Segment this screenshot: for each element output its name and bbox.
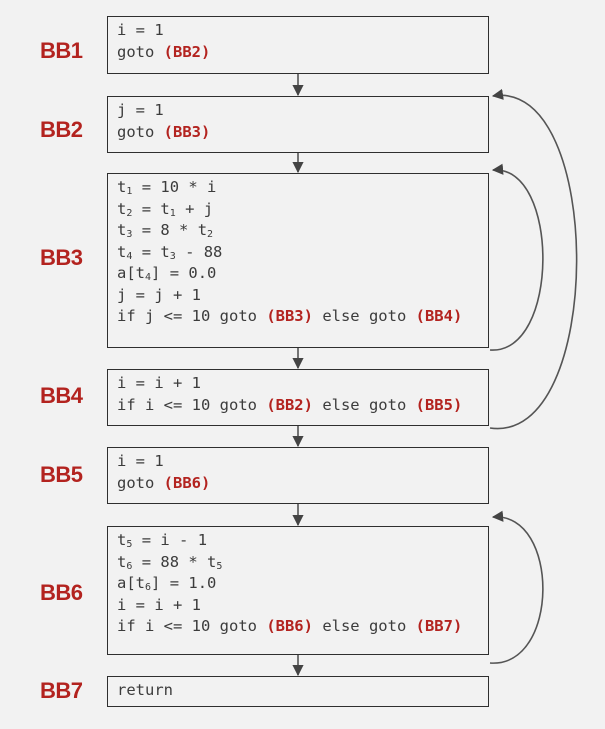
block-reference: (BB7) xyxy=(415,617,463,635)
block-label-bb3: BB3 xyxy=(40,245,83,270)
code-text: - 88 xyxy=(175,242,223,261)
basic-block-bb2: j = 1 goto (BB3) xyxy=(107,96,489,153)
subscript: 1 xyxy=(169,207,176,219)
code-line: if j <= 10 goto (BB3) else goto (BB4) xyxy=(117,306,488,328)
code-text: if i <= 10 goto xyxy=(117,617,267,635)
code-text: + j xyxy=(175,199,214,218)
code-line: j = j + 1 xyxy=(117,285,488,307)
basic-block-bb1: i = 1 goto (BB2) xyxy=(107,16,489,74)
subscript: 1 xyxy=(126,186,133,197)
code-line: t5 = i - 1 xyxy=(117,530,488,552)
code-line: return xyxy=(117,680,488,702)
code-text: ] = 1.0 xyxy=(151,574,217,592)
subscript: 4 xyxy=(126,250,133,262)
back-edge-bb3-to-bb3 xyxy=(489,163,544,351)
basic-block-bb7: return xyxy=(107,676,489,707)
code-line: a[t6] = 1.0 xyxy=(117,573,488,595)
subscript: 6 xyxy=(126,560,133,572)
block-reference: (BB6) xyxy=(266,617,313,635)
code-line: j = 1 xyxy=(117,100,488,122)
code-line: if i <= 10 goto (BB6) else goto (BB7) xyxy=(117,616,488,638)
subscript: 2 xyxy=(126,207,133,219)
code-text: a[t xyxy=(117,574,145,592)
code-text: i = 1 xyxy=(117,21,164,39)
subscript: 5 xyxy=(126,539,133,550)
code-line: if i <= 10 goto (BB2) else goto (BB5) xyxy=(117,395,488,417)
code-text: t xyxy=(117,221,127,239)
code-line: i = i + 1 xyxy=(117,373,488,395)
code-text: = 10 * i xyxy=(132,178,217,196)
code-line: i = i + 1 xyxy=(117,595,488,617)
code-line: t4 = t3 - 88 xyxy=(117,242,488,264)
code-text: = 8 * t xyxy=(132,221,208,239)
code-line: t3 = 8 * t2 xyxy=(117,220,488,242)
subscript: 5 xyxy=(216,560,223,572)
code-text: t xyxy=(117,199,127,218)
code-line: goto (BB2) xyxy=(117,42,488,64)
block-label-bb4: BB4 xyxy=(40,383,83,408)
code-text: t xyxy=(117,178,127,196)
block-label-bb6: BB6 xyxy=(40,580,83,605)
code-line: t6 = 88 * t5 xyxy=(117,552,488,574)
code-text: = 88 * t xyxy=(132,552,217,571)
block-label-bb2: BB2 xyxy=(40,117,83,142)
code-text: t xyxy=(117,552,127,571)
subscript: 2 xyxy=(207,229,214,240)
code-text: t xyxy=(117,242,127,261)
block-label-bb1: BB1 xyxy=(40,38,83,63)
code-text: i = i + 1 xyxy=(117,595,201,614)
code-text: a[t xyxy=(117,264,145,282)
code-text: goto xyxy=(117,42,164,61)
code-text: return xyxy=(117,681,173,699)
code-text: i = i + 1 xyxy=(117,374,201,392)
code-line: goto (BB6) xyxy=(117,473,488,495)
block-label-bb7: BB7 xyxy=(40,678,83,703)
code-text: j = 1 xyxy=(117,101,164,119)
basic-block-bb4: i = i + 1 if i <= 10 goto (BB2) else goto… xyxy=(107,369,489,426)
code-text: if j <= 10 goto xyxy=(117,307,267,325)
code-line: a[t4] = 0.0 xyxy=(117,263,488,285)
code-line: t1 = 10 * i xyxy=(117,177,488,199)
code-text: else goto xyxy=(312,307,416,325)
code-line: goto (BB3) xyxy=(117,122,488,144)
block-reference: (BB6) xyxy=(163,473,211,492)
block-reference: (BB3) xyxy=(163,122,211,141)
code-text: = t xyxy=(132,199,170,218)
code-text: if i <= 10 goto xyxy=(117,395,267,414)
code-text: else goto xyxy=(312,395,416,414)
block-reference: (BB5) xyxy=(415,395,463,414)
block-reference: (BB2) xyxy=(266,395,313,414)
code-line: t2 = t1 + j xyxy=(117,199,488,221)
code-text: goto xyxy=(117,122,164,141)
basic-block-bb5: i = 1 goto (BB6) xyxy=(107,447,489,504)
back-edge-bb6-to-bb6 xyxy=(489,510,544,664)
block-reference: (BB3) xyxy=(266,307,313,325)
code-text: goto xyxy=(117,473,164,492)
subscript: 4 xyxy=(145,272,152,283)
subscript: 3 xyxy=(169,250,176,262)
code-line: i = 1 xyxy=(117,20,488,42)
subscript: 6 xyxy=(145,582,152,593)
code-text: = i - 1 xyxy=(132,531,208,549)
code-line: i = 1 xyxy=(117,451,488,473)
block-reference: (BB2) xyxy=(163,42,211,61)
code-text: t xyxy=(117,531,127,549)
block-reference: (BB4) xyxy=(415,307,463,325)
block-label-bb5: BB5 xyxy=(40,462,83,487)
code-text: ] = 0.0 xyxy=(151,264,217,282)
back-edge-bb4-to-bb2 xyxy=(489,88,578,430)
code-text: = t xyxy=(132,242,170,261)
code-text: j = j + 1 xyxy=(117,285,201,304)
code-text: i = 1 xyxy=(117,452,164,470)
subscript: 3 xyxy=(126,229,133,240)
code-text: else goto xyxy=(312,617,416,635)
